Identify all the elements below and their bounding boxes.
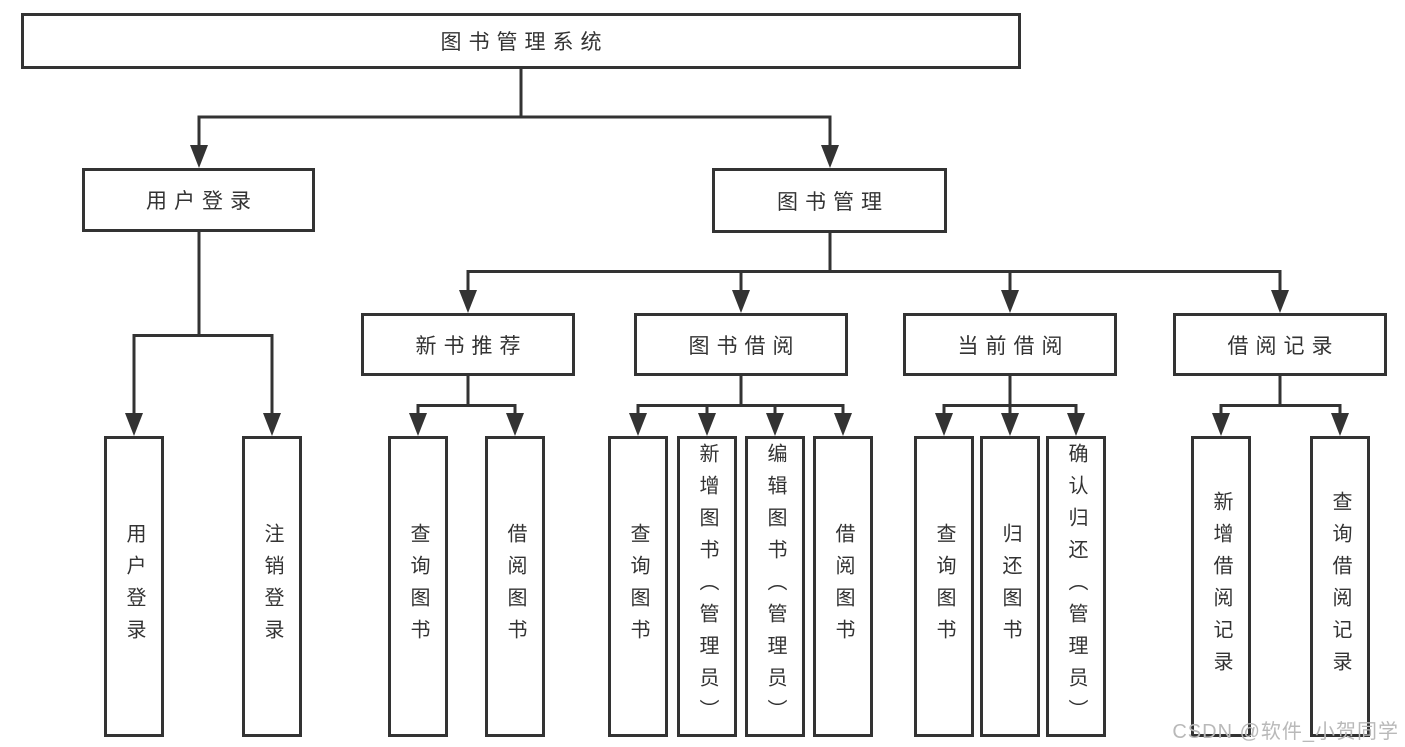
arrowhead xyxy=(459,290,477,313)
arrowhead xyxy=(698,413,716,436)
leaf-add-book-admin-label: 新增图书（管理员） xyxy=(696,442,718,731)
leaf-edit-book-admin: 编辑图书（管理员） xyxy=(745,436,805,737)
leaf-return-book: 归还图书 xyxy=(980,436,1040,737)
connector-book-management-to-level3 xyxy=(459,232,1289,313)
leaf-confirm-return-admin: 确认归还（管理员） xyxy=(1046,436,1106,737)
node-root: 图书管理系统 xyxy=(21,13,1021,69)
arrowhead xyxy=(1331,413,1349,436)
arrowhead xyxy=(1212,413,1230,436)
arrowhead xyxy=(935,413,953,436)
leaf-borrow-books: 借阅图书 xyxy=(813,436,873,737)
leaf-borrow-books-recommend: 借阅图书 xyxy=(485,436,545,737)
node-borrow-records-label: 借阅记录 xyxy=(1227,334,1340,358)
csdn-watermark: CSDN @软件_小贺同学 xyxy=(1172,721,1399,743)
leaf-query-borrow-record: 查询借阅记录 xyxy=(1310,436,1370,737)
node-new-book-recommend-label: 新书推荐 xyxy=(415,334,528,358)
leaf-add-borrow-record: 新增借阅记录 xyxy=(1191,436,1251,737)
arrowhead xyxy=(766,413,784,436)
connector-user-login-to-leaves xyxy=(125,231,281,436)
leaf-query-books-recommend: 查询图书 xyxy=(388,436,448,737)
arrowhead xyxy=(190,145,208,168)
leaf-confirm-return-admin-label: 确认归还（管理员） xyxy=(1065,442,1087,731)
leaf-query-borrow-record-label: 查询借阅记录 xyxy=(1329,490,1351,683)
node-current-borrowing: 当前借阅 xyxy=(903,313,1117,376)
leaf-logout-label: 注销登录 xyxy=(261,522,283,651)
leaf-query-books-current-label: 查询图书 xyxy=(933,522,955,651)
leaf-add-book-admin: 新增图书（管理员） xyxy=(677,436,737,737)
connector-current-borrowing-to-leaves xyxy=(935,375,1085,436)
arrowhead xyxy=(1067,413,1085,436)
arrowhead xyxy=(1001,413,1019,436)
arrowhead xyxy=(125,413,143,436)
leaf-borrow-books-label: 借阅图书 xyxy=(832,522,854,651)
node-book-management: 图书管理 xyxy=(712,168,947,233)
node-current-borrowing-label: 当前借阅 xyxy=(957,334,1070,358)
arrowhead xyxy=(1001,290,1019,313)
leaf-borrow-books-recommend-label: 借阅图书 xyxy=(504,522,526,651)
leaf-user-login-label: 用户登录 xyxy=(123,522,145,651)
node-borrow-records: 借阅记录 xyxy=(1173,313,1387,376)
leaf-return-book-label: 归还图书 xyxy=(999,522,1021,651)
node-root-label: 图书管理系统 xyxy=(440,31,609,54)
node-book-borrowing-label: 图书借阅 xyxy=(688,334,801,358)
node-new-book-recommend: 新书推荐 xyxy=(361,313,575,376)
leaf-query-books-current: 查询图书 xyxy=(914,436,974,737)
connector-root-to-level2 xyxy=(190,68,839,168)
leaf-query-books-borrowing-label: 查询图书 xyxy=(627,522,649,651)
node-user-login: 用户登录 xyxy=(82,168,315,232)
leaf-query-books-borrowing: 查询图书 xyxy=(608,436,668,737)
node-book-borrowing: 图书借阅 xyxy=(634,313,848,376)
node-book-management-label: 图书管理 xyxy=(777,190,889,214)
node-user-login-label: 用户登录 xyxy=(146,190,258,213)
leaf-query-books-recommend-label: 查询图书 xyxy=(407,522,429,651)
arrowhead xyxy=(821,145,839,168)
arrowhead xyxy=(409,413,427,436)
arrowhead xyxy=(629,413,647,436)
arrowhead xyxy=(263,413,281,436)
arrowhead xyxy=(1271,290,1289,313)
leaf-user-login: 用户登录 xyxy=(104,436,164,737)
arrowhead xyxy=(506,413,524,436)
leaf-edit-book-admin-label: 编辑图书（管理员） xyxy=(764,442,786,731)
leaf-add-borrow-record-label: 新增借阅记录 xyxy=(1210,490,1232,683)
connector-borrow-records-to-leaves xyxy=(1212,375,1349,436)
arrowhead xyxy=(834,413,852,436)
connector-book-borrowing-to-leaves xyxy=(629,375,852,436)
leaf-logout: 注销登录 xyxy=(242,436,302,737)
arrowhead xyxy=(732,290,750,313)
connector-new-books-to-leaves xyxy=(409,375,524,436)
